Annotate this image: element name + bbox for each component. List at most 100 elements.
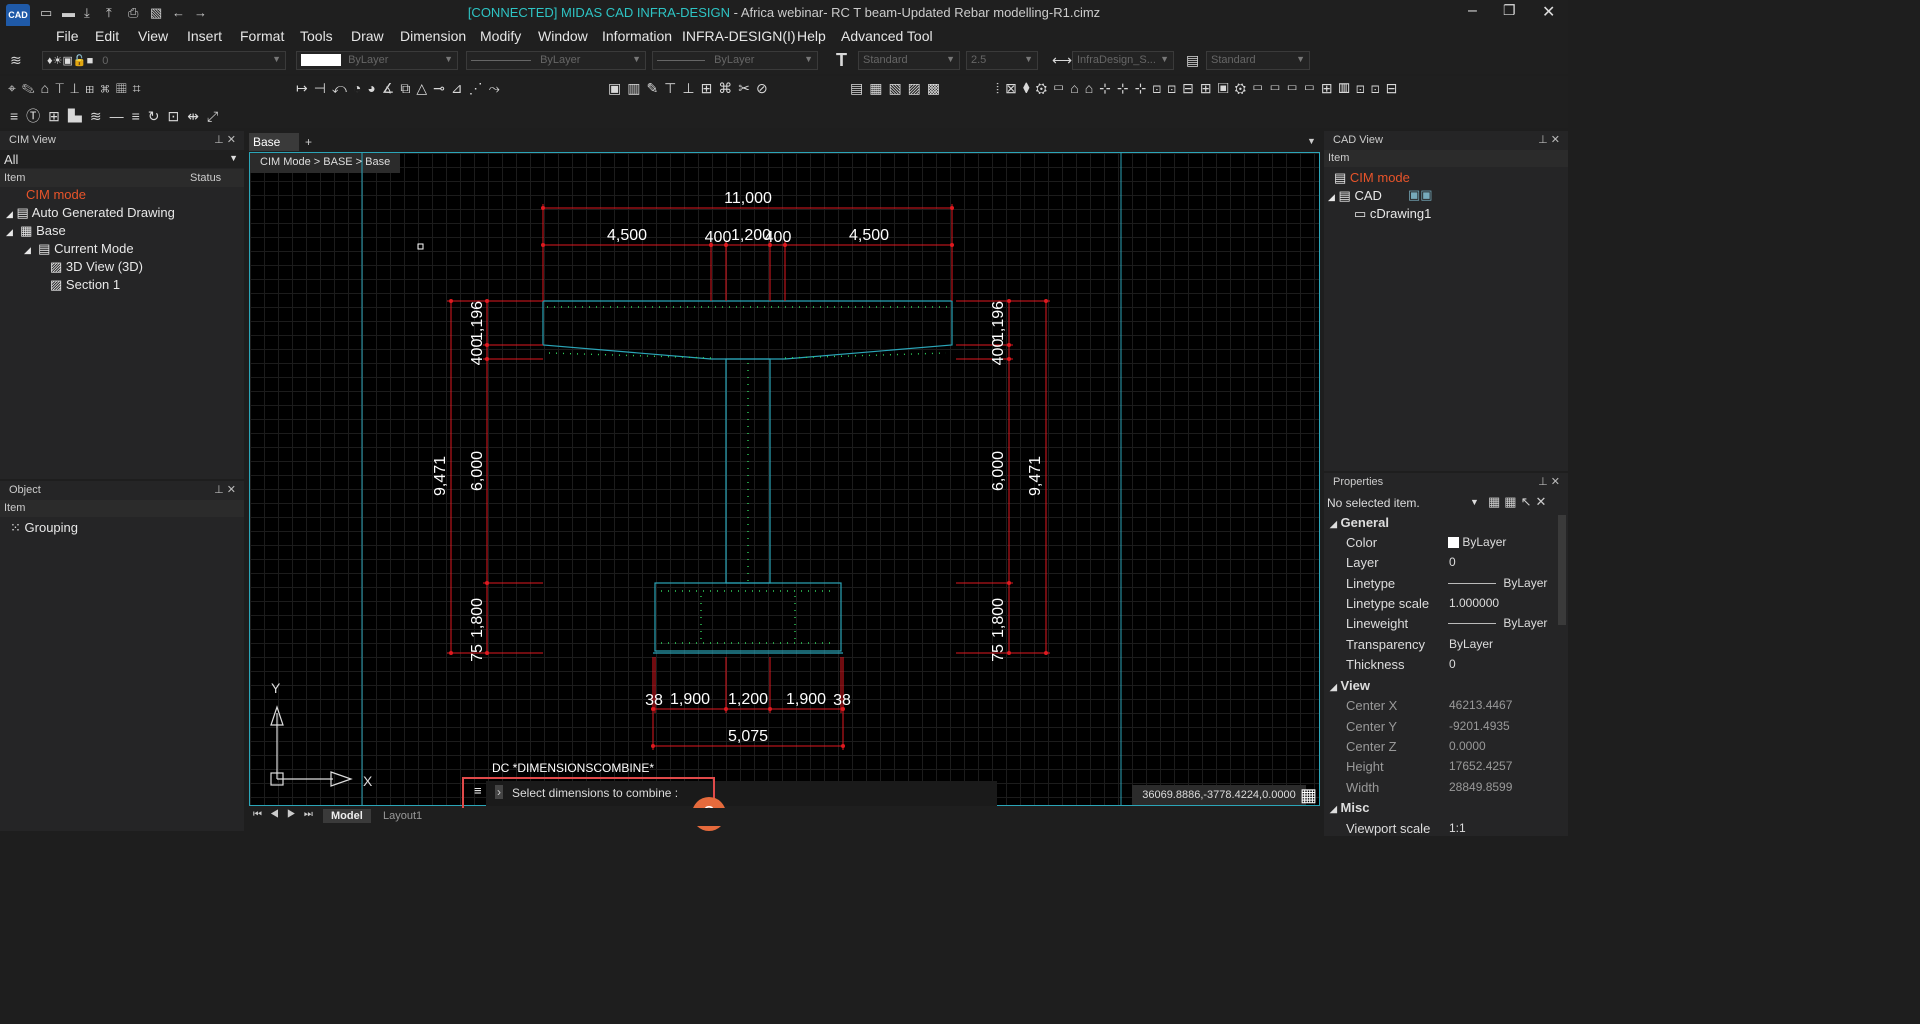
prop-value[interactable]: ByLayer <box>1449 637 1494 651</box>
modify-tools-icon[interactable]: ↦⊣⤺◔◕∡⧉△⊸⊿⋰⤳ <box>296 80 506 96</box>
grid-toggle-icon[interactable]: ▦ <box>1300 785 1318 805</box>
print-icon[interactable]: ⎙ <box>128 5 139 20</box>
minimize-icon[interactable]: – <box>1468 2 1477 19</box>
prop-value[interactable]: 1.000000 <box>1449 596 1500 610</box>
menu-edit[interactable]: Edit <box>95 28 120 44</box>
snap-tools-icon[interactable]: ≡Ⓣ⊞▙≋—≡↻⊡⇹⤢ <box>10 108 227 124</box>
tab-list-icon[interactable]: ▼ <box>1307 136 1316 146</box>
cad-folder-icon: ▤ <box>1338 188 1351 203</box>
selection-select[interactable]: No selected item. ▼ ▦▦↖✕ <box>1324 493 1568 513</box>
menu-dimension[interactable]: Dimension <box>400 28 467 44</box>
table-style-icon[interactable]: ▤ <box>1186 52 1200 68</box>
layer-combo[interactable]: ♦☀▣🔓■ 0 ▼ <box>42 51 286 70</box>
prop-value: 46213.4467 <box>1449 698 1513 712</box>
pin-close-icon[interactable]: ⊥ ✕ <box>214 484 236 496</box>
expand-icon[interactable]: ◢ <box>6 227 13 237</box>
expand-icon[interactable]: ◢ <box>24 245 31 255</box>
import-icon[interactable]: ⤓ <box>84 5 90 20</box>
prop-color-value[interactable]: ByLayer <box>1448 535 1506 549</box>
text-style-combo[interactable]: Standard ▼ <box>858 51 960 70</box>
prop-lineweight-value[interactable]: ByLayer <box>1448 616 1547 630</box>
lineweight-combo[interactable]: ByLayer ▼ <box>652 51 818 70</box>
drawing-canvas: 11,000 4,500 400 1,200 400 4,500 9,471 6… <box>270 153 1122 805</box>
menu-file[interactable]: File <box>56 28 79 44</box>
tree-item-current-mode[interactable]: ◢ ▤ Current Mode <box>24 241 134 257</box>
table-style-combo[interactable]: Standard ▼ <box>1206 51 1310 70</box>
command-line[interactable]: › Select dimensions to combine : <box>486 781 997 806</box>
tree-item-grouping[interactable]: ⁙ Grouping <box>10 520 78 536</box>
infra-tools-icon[interactable]: ⦙⊠⧫⚙▭⌂⌂⊹⊹⊹⊡⊡⊟⊞▣⚙▭▭▭▭⊞▥⊡⊡⊟ <box>996 80 1404 96</box>
layer-manager-icon[interactable]: ≋ <box>10 52 22 68</box>
expand-icon[interactable]: ◢ <box>1328 192 1335 202</box>
pin-close-icon[interactable]: ⊥ ✕ <box>214 134 236 146</box>
menu-modify[interactable]: Modify <box>480 28 522 44</box>
dimension-style-value: InfraDesign_S... <box>1077 54 1156 66</box>
dimension-style-icon[interactable]: ⟷ <box>1052 52 1073 68</box>
undo-icon[interactable]: ← <box>172 5 185 20</box>
section-label: View <box>1340 678 1370 693</box>
export-icon[interactable]: ⤒ <box>106 5 112 20</box>
text-height-combo[interactable]: 2.5 ▼ <box>966 51 1038 70</box>
expand-icon[interactable]: ◢ <box>6 209 13 219</box>
menu-draw[interactable]: Draw <box>351 28 384 44</box>
menu-window[interactable]: Window <box>538 28 588 44</box>
drawing-viewport[interactable]: CIM Mode > BASE > Base <box>249 152 1320 806</box>
tree-item-cim-mode[interactable]: CIM mode <box>26 187 86 202</box>
command-menu-icon[interactable]: ≡ <box>474 783 482 798</box>
prop-value[interactable]: 0 <box>1449 657 1456 671</box>
tree-item-cim-mode[interactable]: ▤ CIM mode <box>1334 170 1410 186</box>
properties-toolbar: ≋ ♦☀▣🔓■ 0 ▼ ByLayer ▼ ByLayer ▼ ByLayer … <box>0 48 1568 74</box>
text-style-icon[interactable]: T <box>836 50 847 70</box>
menu-view[interactable]: View <box>138 28 169 44</box>
pin-close-icon[interactable]: ⊥ ✕ <box>1538 476 1560 488</box>
object-panel: Object⊥ ✕ Item ⁙ Grouping <box>0 481 244 831</box>
prop-value[interactable]: 1:1 <box>1449 821 1466 835</box>
restore-icon[interactable]: ❐ <box>1503 2 1516 18</box>
menu-information[interactable]: Information <box>602 28 673 44</box>
dim-text: 75 <box>469 644 486 662</box>
pin-close-icon[interactable]: ⊥ ✕ <box>1538 134 1560 146</box>
dimension-style-combo[interactable]: InfraDesign_S... ▼ <box>1072 51 1174 70</box>
section-view[interactable]: ◢ View <box>1330 678 1370 693</box>
chevron-down-icon: ▼ <box>272 54 281 64</box>
tree-item-cdrawing1[interactable]: ▭ cDrawing1 <box>1354 206 1431 222</box>
menu-insert[interactable]: Insert <box>187 28 223 44</box>
linetype-combo[interactable]: ByLayer ▼ <box>466 51 646 70</box>
close-window-icon[interactable]: ✕ <box>1542 4 1556 21</box>
tree-item-3d-view[interactable]: ▨ 3D View (3D) <box>50 259 143 275</box>
col-status: Status <box>190 172 222 184</box>
section-general[interactable]: ◢ General <box>1330 515 1389 530</box>
edit-tools-icon[interactable]: ▣▥✎⊤⊥⊞⌘✂⊘ <box>608 80 774 96</box>
color-combo[interactable]: ByLayer ▼ <box>296 51 458 70</box>
breadcrumb: CIM Mode > BASE > Base <box>250 153 401 173</box>
open-file-icon[interactable]: ▬ <box>62 5 75 20</box>
tree-item-section-1[interactable]: ▨ Section 1 <box>50 277 120 293</box>
redo-icon[interactable]: → <box>194 5 207 20</box>
tree-item-base[interactable]: ◢ ▦ Base <box>6 223 66 239</box>
cim-filter-select[interactable]: All ▼ <box>0 150 244 168</box>
menu-infra-design[interactable]: INFRA-DESIGN(I) <box>682 28 796 44</box>
menu-help[interactable]: Help <box>797 28 826 44</box>
layout-view-icon[interactable]: ▣▣ <box>1408 187 1433 202</box>
prop-value[interactable]: 0 <box>1449 555 1456 569</box>
tab-model[interactable]: Model <box>323 809 371 823</box>
annotation-tools-icon[interactable]: ⌖✎⌂⊤⊥⊞⌘▦⌗ <box>8 80 147 96</box>
menu-bar: File Edit View Insert Format Tools Draw … <box>0 26 1568 48</box>
prop-linetype-value[interactable]: ByLayer <box>1448 576 1547 590</box>
menu-format[interactable]: Format <box>240 28 285 44</box>
tree-item-auto-generated[interactable]: ◢ ▤ Auto Generated Drawing <box>6 205 175 221</box>
new-file-icon[interactable]: ▭ <box>40 5 53 20</box>
table-tools-icon[interactable]: ▤▦▧▨▩ <box>850 80 947 96</box>
tab-base[interactable]: Base ✕ <box>249 133 299 163</box>
section-misc[interactable]: ◢ Misc <box>1330 800 1369 815</box>
tree-item-cad[interactable]: ◢ ▤ CAD <box>1328 188 1382 204</box>
menu-advanced-tool[interactable]: Advanced Tool <box>841 28 933 44</box>
add-tab-button[interactable]: + <box>305 135 313 149</box>
properties-scrollbar[interactable] <box>1558 515 1566 625</box>
section-icon: ▨ <box>50 277 63 292</box>
menu-tools[interactable]: Tools <box>300 28 333 44</box>
select-tools-icon[interactable]: ▦▦↖✕ <box>1488 494 1551 509</box>
tab-nav-icons[interactable]: ⏮◀▶⏭ <box>253 809 321 820</box>
plot-icon[interactable]: ▧ <box>150 5 163 20</box>
tab-layout1[interactable]: Layout1 <box>383 810 423 822</box>
